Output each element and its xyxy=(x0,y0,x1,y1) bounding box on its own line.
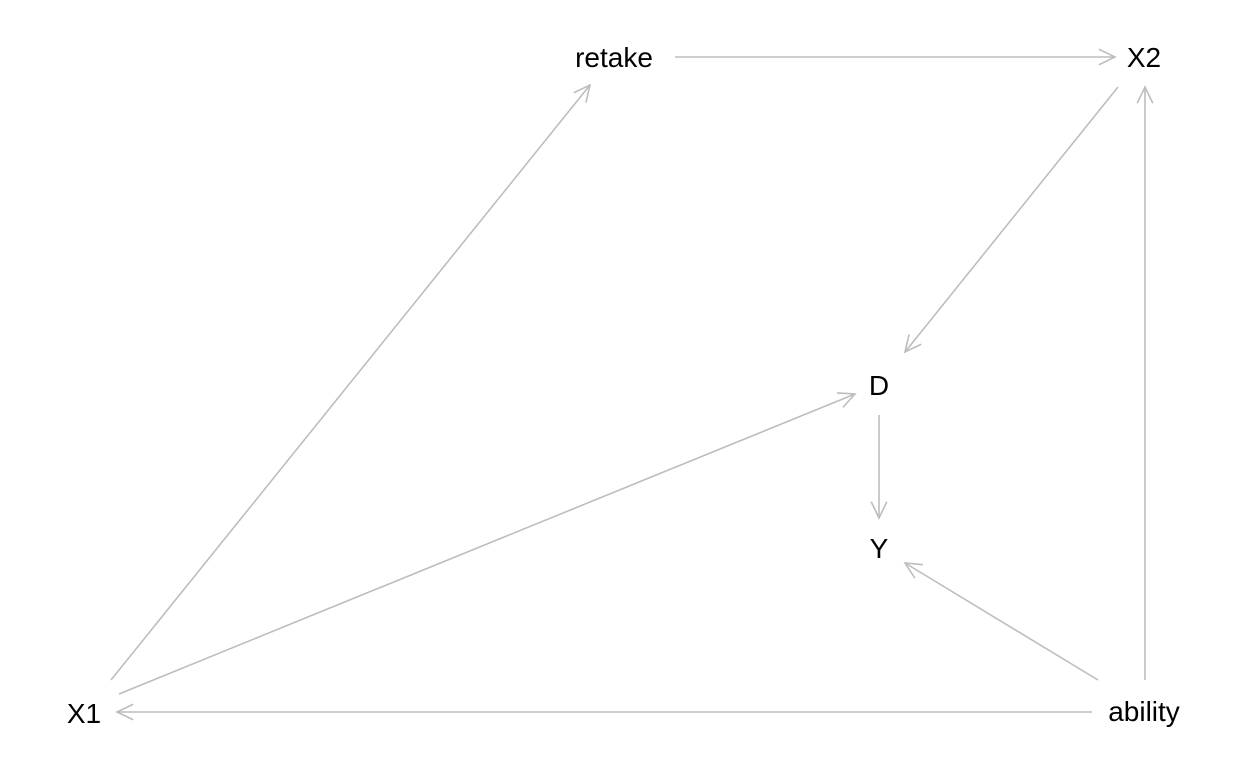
edge-line xyxy=(904,562,1099,681)
arrowhead-icon xyxy=(903,334,922,354)
node-x1: X1 xyxy=(66,698,102,729)
edge-line xyxy=(904,86,1119,353)
arrowhead-icon xyxy=(115,703,134,721)
arrowhead-icon xyxy=(870,501,888,520)
node-d: D xyxy=(868,370,890,401)
edge-ability-to-y xyxy=(903,562,1099,681)
edge-x1-to-retake xyxy=(110,83,592,681)
node-x2: X2 xyxy=(1126,42,1162,73)
edge-x1-to-d xyxy=(118,392,857,695)
node-y: Y xyxy=(869,533,889,564)
edge-line xyxy=(110,84,591,681)
node-retake: retake xyxy=(575,42,653,73)
edge-retake-to-x2 xyxy=(675,48,1117,66)
arrowhead-icon xyxy=(573,83,592,103)
node-ability: ability xyxy=(1108,696,1180,727)
arrowhead-icon xyxy=(903,562,923,579)
arrowhead-icon xyxy=(836,392,857,408)
edge-line xyxy=(118,393,856,695)
edge-x2-to-d xyxy=(903,86,1119,354)
edge-d-to-y xyxy=(870,415,888,520)
edge-ability-to-x2 xyxy=(1136,85,1154,680)
arrowhead-icon xyxy=(1098,48,1117,66)
edge-ability-to-x1 xyxy=(115,703,1092,721)
arrowhead-icon xyxy=(1136,85,1154,104)
